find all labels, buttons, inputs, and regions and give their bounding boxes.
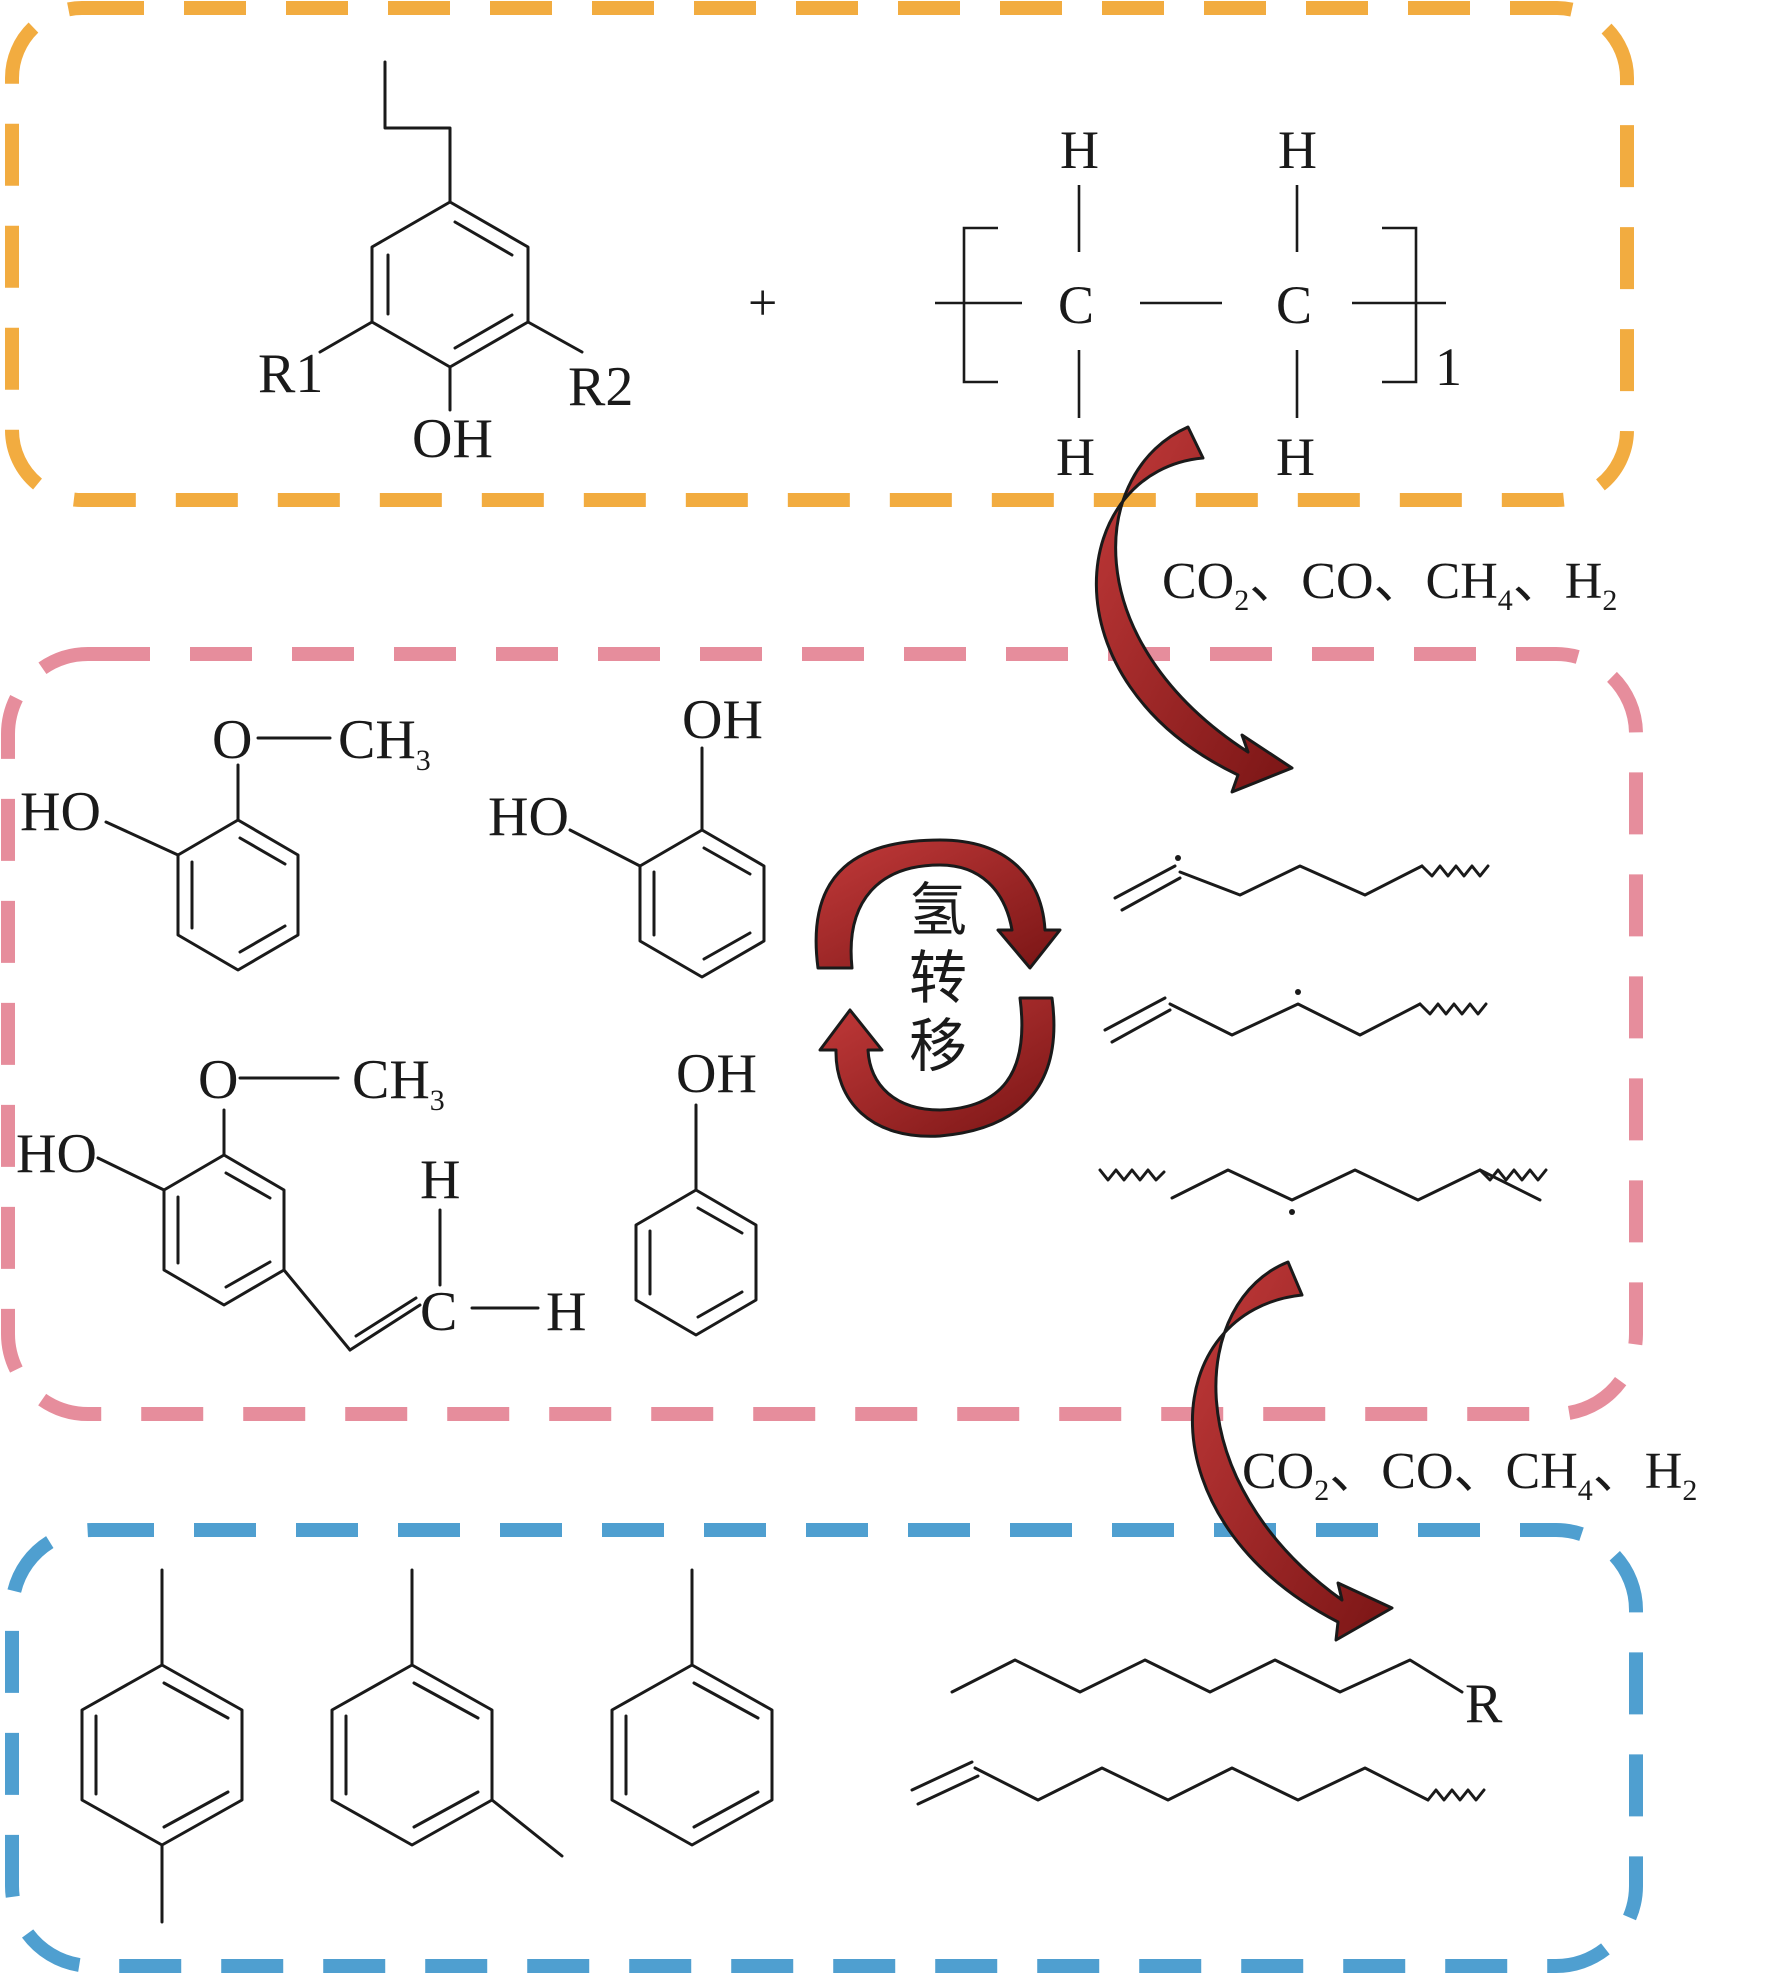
cycle-arrows-icon xyxy=(814,838,1062,1138)
repeat-count: 1 xyxy=(1435,337,1462,397)
oh-label: OH xyxy=(682,689,763,751)
ho-label: HO xyxy=(20,781,101,843)
vinyl-guaiacol: O CH3 HO H C H xyxy=(16,1049,586,1352)
hydrogen-transfer-label: 氢 转 移 xyxy=(909,878,967,1079)
transfer-char-1: 氢 xyxy=(909,878,967,943)
p-xylene xyxy=(80,1568,244,1924)
h-bottom-left: H xyxy=(1056,427,1095,487)
ch3-label: CH3 xyxy=(338,709,431,777)
curved-arrow-icon xyxy=(1094,425,1294,794)
guaiacol: O CH3 HO xyxy=(20,709,431,972)
svg-text:CO2、CO、CH4、H2: CO2、CO、CH4、H2 xyxy=(1162,553,1617,617)
radical-chain-3 xyxy=(1098,1168,1548,1215)
c-label: C xyxy=(420,1281,457,1343)
h-bottom-right: H xyxy=(1276,427,1315,487)
plus-sign: + xyxy=(748,275,777,332)
reactants-box xyxy=(5,1,1634,507)
phenol: OH xyxy=(634,1043,758,1337)
toluene xyxy=(610,1568,774,1847)
gas-products-label-1: CO2、CO、CH4、H2 xyxy=(1162,553,1617,617)
curved-arrow-icon xyxy=(1190,1260,1394,1642)
polyethylene-unit: H H C C H H 1 xyxy=(935,120,1462,487)
transfer-char-2: 转 xyxy=(909,946,967,1011)
intermediates-box xyxy=(1,647,1643,1421)
radical-chain-1 xyxy=(1113,855,1490,912)
o-label: O xyxy=(212,709,252,771)
c-right: C xyxy=(1276,275,1312,335)
products-box xyxy=(5,1523,1643,1973)
oh-label: OH xyxy=(676,1043,757,1105)
catechol: OH HO xyxy=(488,689,766,979)
radical-chain-2 xyxy=(1103,989,1488,1044)
alkene-chain xyxy=(910,1760,1486,1806)
r2-label: R2 xyxy=(568,356,633,418)
ho-label: HO xyxy=(488,786,569,848)
svg-text:CO2、CO、CH4、H2: CO2、CO、CH4、H2 xyxy=(1242,1443,1697,1507)
ho-label: HO xyxy=(16,1123,97,1185)
h-right-label: H xyxy=(546,1281,586,1343)
h-top-left: H xyxy=(1060,120,1099,180)
alkane-chain: R xyxy=(950,1658,1503,1735)
hydroxyl-label: OH xyxy=(412,408,493,470)
ch3-label: CH3 xyxy=(352,1049,445,1117)
c-left: C xyxy=(1058,275,1094,335)
m-xylene xyxy=(330,1568,564,1858)
gas-products-label-2: CO2、CO、CH4、H2 xyxy=(1242,1443,1697,1507)
lignin-monomer: R1 R2 OH xyxy=(258,60,633,470)
o-label: O xyxy=(198,1049,238,1111)
r-label: R xyxy=(1465,1673,1503,1735)
r1-label: R1 xyxy=(258,343,323,405)
transfer-char-3: 移 xyxy=(909,1014,967,1079)
h-top-label: H xyxy=(420,1149,460,1211)
h-top-right: H xyxy=(1278,120,1317,180)
